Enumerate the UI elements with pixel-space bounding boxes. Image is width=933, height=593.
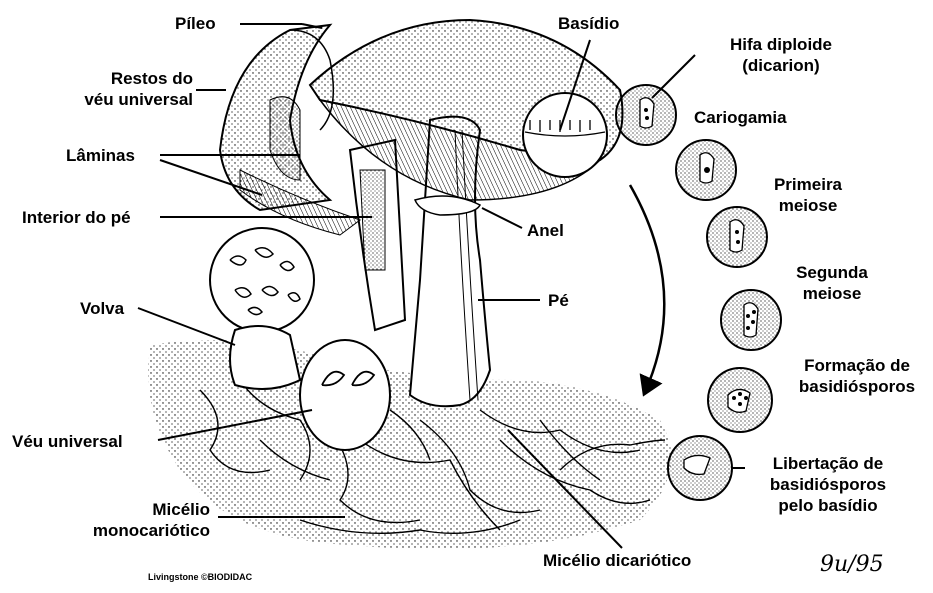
label-pe: Pé <box>548 290 569 311</box>
label-restos-line2: véu universal <box>45 89 193 110</box>
label-libertacao-line2: basidiósporos <box>748 474 908 495</box>
signature: 9u/95 <box>820 552 884 577</box>
label-primeira-line1: Primeira <box>748 174 868 195</box>
label-hifa-line1: Hifa diploide <box>696 34 866 55</box>
label-veu-universal: Véu universal <box>12 431 123 452</box>
cycle-arrow <box>630 185 664 392</box>
label-segunda-line2: meiose <box>772 283 892 304</box>
label-micelio-mono-line2: monocariótico <box>40 520 210 541</box>
label-micelio-dicariotico: Micélio dicariótico <box>543 550 691 571</box>
button-stipe <box>230 326 300 389</box>
credit: Livingstone ©BIODIDAC <box>148 572 252 582</box>
label-primeira-line2: meiose <box>748 195 868 216</box>
label-libertacao-line1: Libertação de <box>748 453 908 474</box>
label-formacao-line1: Formação de <box>782 355 932 376</box>
label-basidio: Basídio <box>558 13 619 34</box>
label-libertacao-line3: pelo basídio <box>748 495 908 516</box>
label-laminas: Lâminas <box>66 145 135 166</box>
label-micelio-mono-line1: Micélio <box>40 499 210 520</box>
label-pileo: Píleo <box>175 13 216 34</box>
label-volva: Volva <box>80 298 124 319</box>
label-segunda-line1: Segunda <box>772 262 892 283</box>
label-formacao-line2: basidiósporos <box>782 376 932 397</box>
basidium-zoom <box>523 93 607 177</box>
label-interior-pe: Interior do pé <box>22 207 131 228</box>
label-restos-line1: Restos do <box>45 68 193 89</box>
label-anel: Anel <box>527 220 564 241</box>
label-cariogamia: Cariogamia <box>694 107 787 128</box>
button-cap <box>210 228 314 332</box>
veil-egg <box>300 340 390 450</box>
label-hifa-line2: (dicarion) <box>696 55 866 76</box>
